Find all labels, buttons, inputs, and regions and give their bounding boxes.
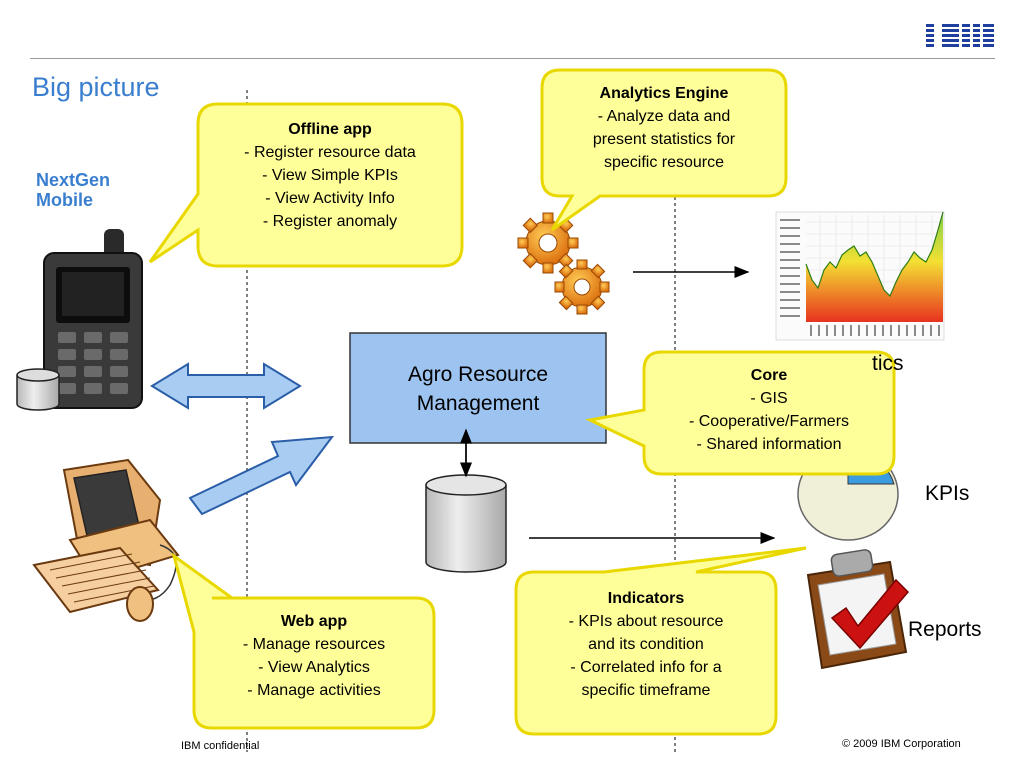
page-title: Big picture [32, 72, 160, 102]
mobile-database-icon [16, 368, 60, 411]
web-app-text: Web app - Manage resources - View Analyt… [200, 610, 428, 702]
reports-label: Reports [908, 618, 982, 641]
center-box-line: Agro Resource [407, 363, 549, 386]
analytics-engine-item: - Analyze data and [597, 108, 731, 125]
central-database-icon [425, 474, 507, 573]
gears-icon [517, 212, 610, 315]
offline-app-item: - View Simple KPIs [262, 167, 398, 184]
offline-app-item: - Register anomaly [262, 213, 398, 230]
offline-app-item: - View Activity Info [265, 190, 395, 207]
core-item: - GIS [750, 390, 788, 407]
agro-resource-management-label: Agro Resource Management [350, 360, 606, 418]
web-app-title: Web app [280, 613, 348, 630]
analytics-engine-title: Analytics Engine [599, 85, 729, 102]
indicators-item: - Correlated info for a [570, 659, 722, 676]
web-to-core-arrow [188, 435, 335, 516]
indicators-text: Indicators - KPIs about resource and its… [522, 587, 770, 702]
web-app-item: - View Analytics [258, 659, 370, 676]
sync-double-arrow [150, 362, 302, 410]
analytics-engine-callout [540, 68, 788, 232]
indicators-item: specific timeframe [581, 682, 711, 699]
analytics-chart-thumbnail [775, 211, 945, 341]
reports-clipboard-icon [806, 549, 910, 670]
web-app-item: - Manage activities [247, 682, 381, 699]
footer-confidential: IBM confidential [181, 740, 260, 752]
analytics-output-label: tics [872, 352, 904, 375]
nextgen-mobile-label: NextGen Mobile [36, 170, 110, 210]
offline-app-text: Offline app - Register resource data - V… [205, 118, 455, 233]
core-text: Core - GIS - Cooperative/Farmers - Share… [650, 364, 888, 456]
web-app-item: - Manage resources [242, 636, 386, 653]
desktop-computer-icon [32, 458, 180, 622]
analytics-engine-item: specific resource [603, 154, 725, 171]
analytics-engine-text: Analytics Engine - Analyze data and pres… [548, 82, 780, 174]
offline-app-item: - Register resource data [244, 144, 416, 161]
offline-app-title: Offline app [288, 121, 372, 138]
mobile-phone-icon [43, 229, 143, 409]
indicators-item: and its condition [588, 636, 704, 653]
core-callout [585, 350, 896, 476]
indicators-callout [514, 546, 807, 736]
kpis-label: KPIs [925, 482, 970, 505]
footer-copyright: © 2009 IBM Corporation [842, 738, 961, 750]
indicators-item: - KPIs about resource [568, 613, 724, 630]
nextgen-label-line: NextGen [36, 170, 111, 190]
core-item: - Shared information [696, 436, 842, 453]
ibm-logo [926, 22, 994, 49]
core-item: - Cooperative/Farmers [688, 413, 850, 430]
agro-resource-management-box [349, 332, 607, 444]
web-app-callout [171, 552, 436, 730]
header-rule [30, 58, 995, 59]
analytics-engine-item: present statistics for [592, 131, 736, 148]
core-title: Core [750, 367, 788, 384]
indicators-title: Indicators [607, 590, 685, 607]
nextgen-label-line: Mobile [36, 190, 93, 210]
offline-app-callout [148, 102, 464, 268]
center-box-line: Management [416, 392, 540, 415]
